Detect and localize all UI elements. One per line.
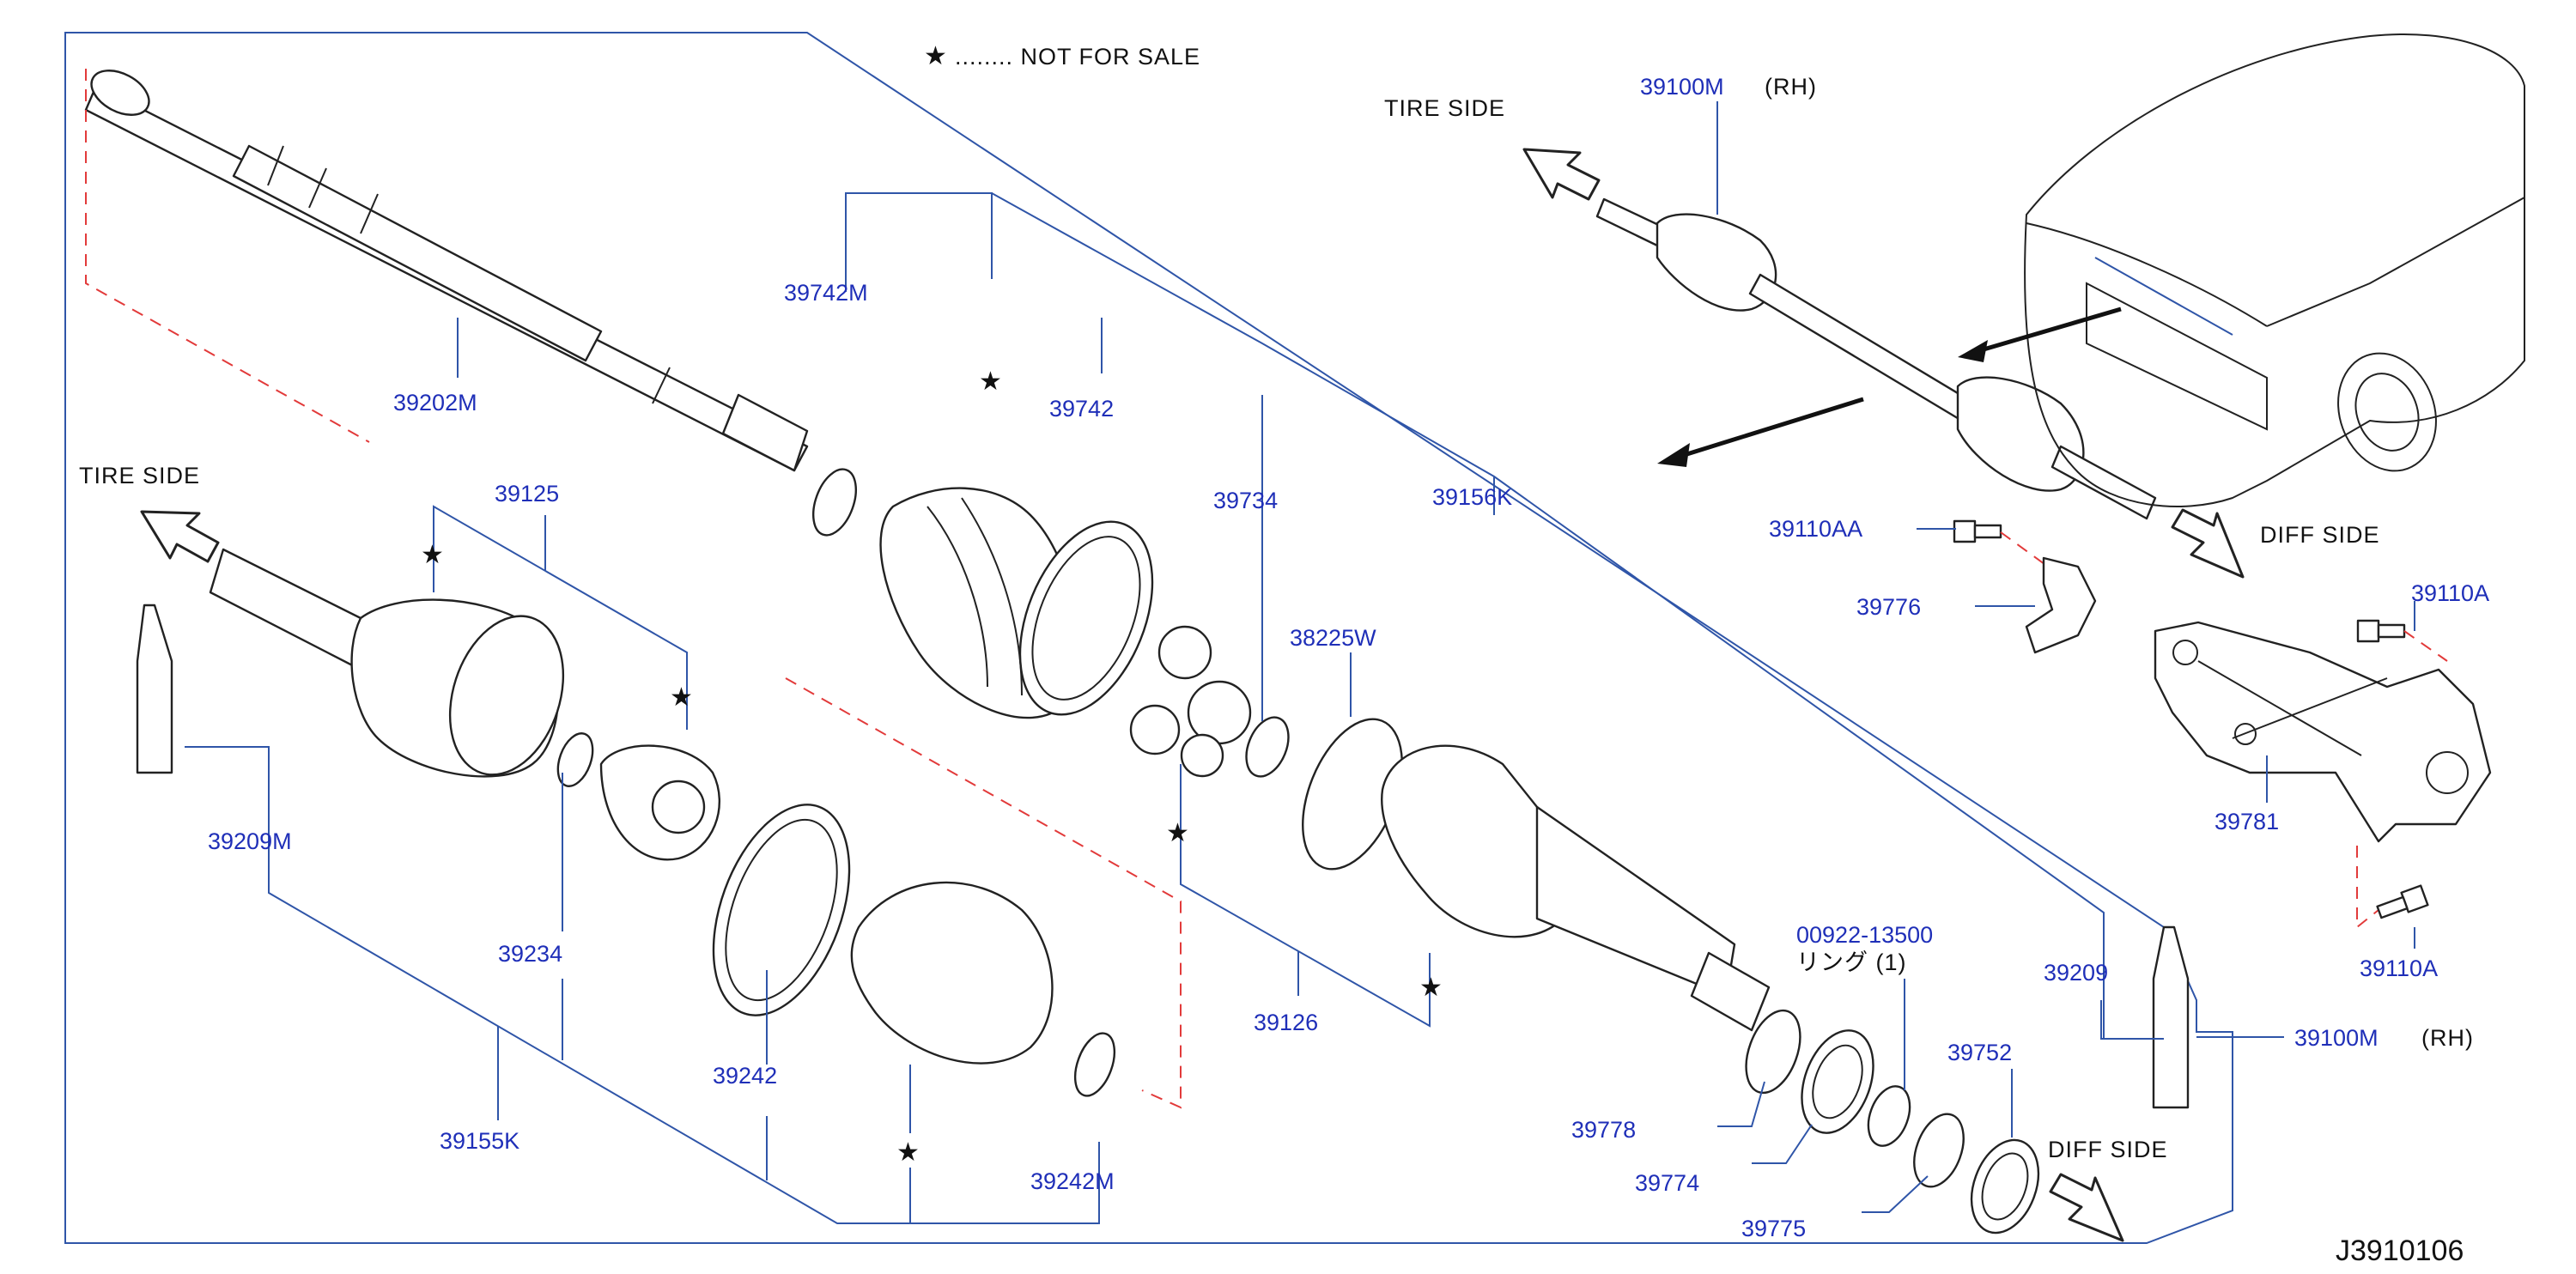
plate-39776 <box>2025 556 2097 654</box>
part-39742M[interactable]: 39742M <box>784 280 868 306</box>
grease-tube-39209 <box>2152 925 2190 1109</box>
diagram-code: J3910106 <box>2336 1235 2464 1267</box>
bracket-39781 <box>2154 621 2492 843</box>
label-tire-side-left: TIRE SIDE <box>79 463 200 488</box>
part-39242[interactable]: 39242 <box>713 1063 777 1089</box>
part-39156K[interactable]: 39156K <box>1432 484 1512 510</box>
label-diff-side-bottom: DIFF SIDE <box>2048 1137 2168 1162</box>
boot-band-39742M <box>812 468 857 537</box>
part-39155K[interactable]: 39155K <box>440 1128 519 1154</box>
part-39100M-right[interactable]: 39100M <box>2294 1025 2379 1051</box>
assembly-frame <box>64 32 2233 1244</box>
star-39242M-boot: ★ <box>896 1138 920 1168</box>
part-39110A-bottom[interactable]: 39110A <box>2360 956 2438 981</box>
bolt-39110AA <box>1953 519 2002 543</box>
snap-ring-39734 <box>1245 716 1290 778</box>
outer-joint-39155K <box>209 548 565 778</box>
part-39775[interactable]: 39775 <box>1741 1216 1806 1241</box>
label-tire-side-top: TIRE SIDE <box>1384 95 1505 121</box>
arrow-tire-side-top[interactable] <box>1522 148 1601 201</box>
arrow-diff-side-top[interactable] <box>2171 508 2245 579</box>
part-39776[interactable]: 39776 <box>1856 594 1921 620</box>
vehicle-illustration <box>2024 33 2525 507</box>
rh-top: (RH) <box>1765 74 1817 100</box>
pointer-head-upper <box>1958 340 1988 362</box>
part-39202M[interactable]: 39202M <box>393 390 477 416</box>
rh-right: (RH) <box>2421 1025 2474 1051</box>
boot-band-39742 <box>1018 520 1154 716</box>
leader-39209 <box>2100 1000 2164 1040</box>
star-39126-housing: ★ <box>1419 973 1443 1003</box>
leader-39778 <box>1717 1081 1765 1127</box>
part-39209[interactable]: 39209 <box>2044 960 2108 986</box>
leader-39126 <box>1180 764 1431 1028</box>
part-39774[interactable]: 39774 <box>1635 1170 1699 1196</box>
leader-39209M <box>185 746 1100 1224</box>
pointer-head-lower <box>1657 443 1690 467</box>
dash-bolt-39110AA <box>2000 531 2049 567</box>
spacer-39775 <box>1913 1113 1965 1188</box>
dash-bolt-upper <box>2403 630 2448 662</box>
part-39742[interactable]: 39742 <box>1049 396 1114 422</box>
dash-bolt-lower <box>2356 846 2379 930</box>
part-39242M[interactable]: 39242M <box>1030 1168 1115 1194</box>
part-39734[interactable]: 39734 <box>1213 488 1278 513</box>
part-39209M[interactable]: 39209M <box>208 828 292 854</box>
arrow-diff-side-bottom[interactable] <box>2049 1173 2124 1242</box>
bearing-39774 <box>1801 1029 1874 1134</box>
part-39781[interactable]: 39781 <box>2215 809 2279 834</box>
boot-39242M <box>850 881 1116 1097</box>
part-00922-13500[interactable]: 00922-13500 <box>1796 922 1933 948</box>
part-39125[interactable]: 39125 <box>495 481 559 507</box>
leader-39742M <box>845 192 993 292</box>
dash-shaft-39202M <box>85 69 370 443</box>
arrow-tire-side-left[interactable] <box>140 510 220 563</box>
part-39752[interactable]: 39752 <box>1947 1040 2012 1065</box>
bolt-39110A-upper <box>2356 619 2406 643</box>
tripod-joint <box>1129 625 1252 778</box>
part-39100M-top[interactable]: 39100M <box>1640 74 1724 100</box>
pointer-line-lower <box>1678 397 1864 459</box>
part-39110A-top[interactable]: 39110A <box>2411 580 2489 606</box>
pointer-line-upper <box>1974 306 2122 355</box>
leader-39775 <box>1862 1175 1929 1213</box>
part-39110AA[interactable]: 39110AA <box>1769 516 1862 542</box>
leader-39774 <box>1752 1124 1813 1164</box>
snap-ring-39234 <box>556 732 594 787</box>
legend-star: ★ <box>924 41 947 71</box>
part-38225W[interactable]: 38225W <box>1290 625 1376 651</box>
ring-00922-13500 <box>1867 1085 1911 1147</box>
star-39125-race: ★ <box>670 682 693 713</box>
star-39125-joint: ★ <box>421 540 444 570</box>
ring-label: リング (1) <box>1796 949 1907 975</box>
part-39126[interactable]: 39126 <box>1254 1010 1318 1035</box>
label-diff-side-top: DIFF SIDE <box>2260 522 2380 548</box>
seal-39778 <box>1745 1009 1801 1095</box>
legend-not-for-sale: ........ NOT FOR SALE <box>955 44 1200 70</box>
star-39126-tripod: ★ <box>1166 818 1189 848</box>
housing-39156K <box>1381 744 1771 1032</box>
boot-band-39242 <box>712 804 851 1016</box>
shaft-39202M <box>84 70 809 472</box>
inner-race-39125 <box>599 744 721 861</box>
leader-39125-group <box>433 505 688 730</box>
star-39742-boot: ★ <box>979 367 1002 397</box>
assembled-shaft-39100M <box>1595 197 2157 520</box>
grease-tube-39209M <box>136 604 173 774</box>
bolt-39110A-lower <box>2376 884 2429 919</box>
part-39778[interactable]: 39778 <box>1571 1117 1636 1143</box>
dash-outer-joint <box>785 677 1182 1109</box>
seal-39752 <box>1970 1138 2040 1235</box>
part-39234[interactable]: 39234 <box>498 941 562 967</box>
